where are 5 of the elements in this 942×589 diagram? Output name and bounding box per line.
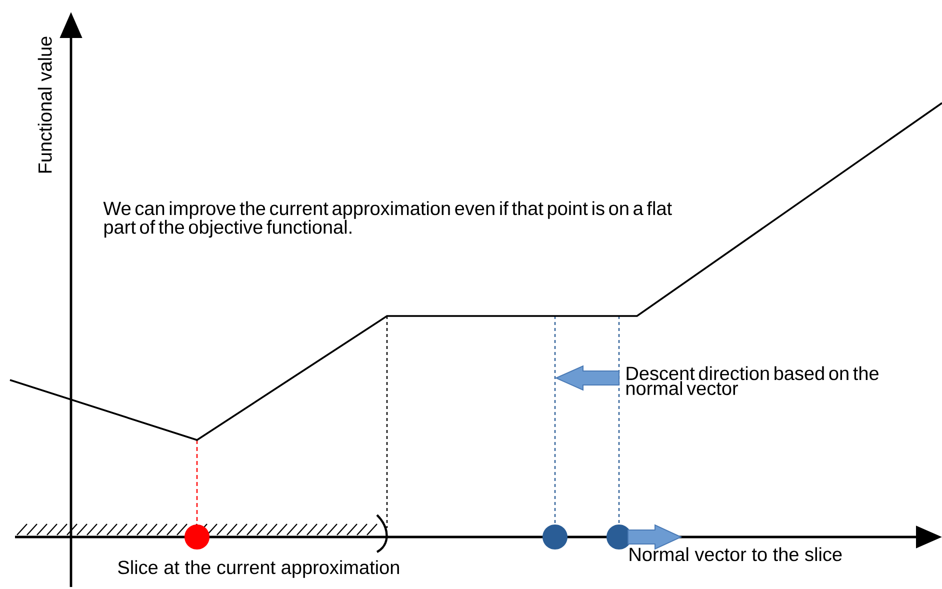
axis-label: Functional value: [38, 36, 52, 173]
annotation-text: Descent direction based on the normal vector: [626, 366, 878, 396]
point-label: Slice at the current approximation: [118, 560, 399, 578]
vector-label: Normal vector to the slice: [630, 547, 842, 562]
annotation-text: We can improve the current approximation even if that point is on a flat part of the objective functional.: [103, 201, 672, 238]
